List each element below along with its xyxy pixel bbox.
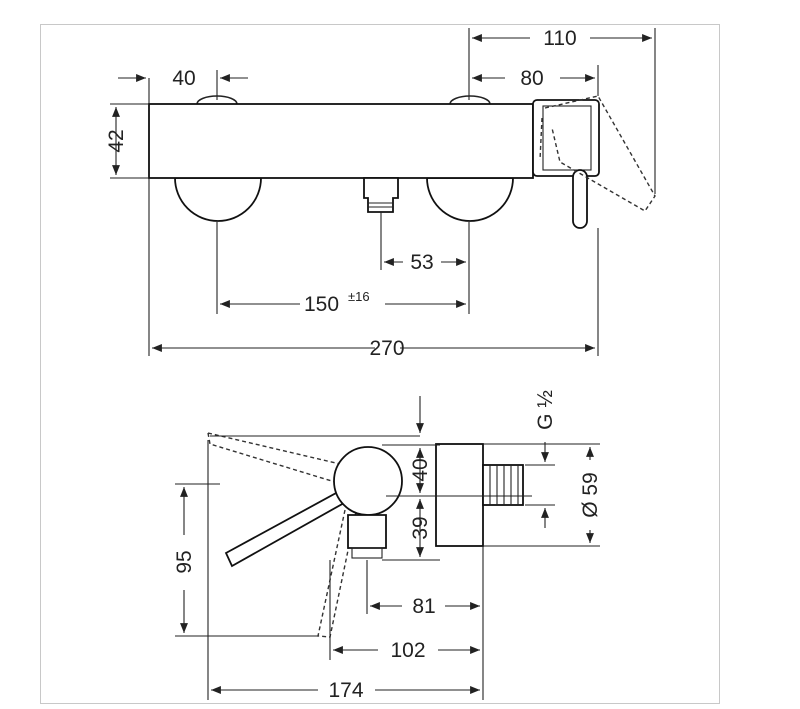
- dim-53: 53: [410, 251, 433, 274]
- lever-up-outline: [207, 432, 341, 483]
- handle-cap: [532, 99, 600, 177]
- dim-81: 81: [412, 595, 435, 618]
- dim-95: 95: [173, 550, 196, 573]
- side-view: 40 39 G ½ Ø 59 95 81 102 174: [173, 390, 602, 702]
- handle-lever: [572, 169, 588, 229]
- dim-thread-g-half: G ½: [534, 390, 557, 430]
- dim-diameter-59: Ø 59: [579, 472, 602, 518]
- dim-174: 174: [328, 679, 363, 702]
- dim-40-top: 40: [172, 67, 195, 90]
- dim-110: 110: [543, 27, 576, 50]
- dim-80: 80: [520, 67, 543, 90]
- lever-down-outline: [317, 509, 357, 638]
- top-view: 270 150 ±16 53 40 42 80 110: [105, 27, 656, 360]
- dim-102: 102: [390, 639, 425, 662]
- wall-body: [435, 443, 484, 547]
- mixer-knob: [333, 446, 403, 516]
- right-connector-disc: [426, 177, 514, 222]
- drawing-frame: [40, 24, 720, 704]
- dim-42: 42: [105, 129, 128, 152]
- dim-270: 270: [369, 337, 404, 360]
- dim-40-side: 40: [409, 458, 432, 481]
- mixer-body: [148, 103, 534, 179]
- dim-150: 150: [304, 293, 339, 316]
- right-connector-top: [449, 95, 491, 105]
- outlet-side: [347, 514, 387, 549]
- left-connector-disc: [174, 177, 262, 222]
- lever-solid: [224, 490, 346, 568]
- lever-swing-outline: [544, 95, 656, 212]
- threaded-connector: [482, 464, 524, 506]
- dim-39: 39: [409, 516, 432, 539]
- dim-150-tolerance: ±16: [348, 289, 370, 304]
